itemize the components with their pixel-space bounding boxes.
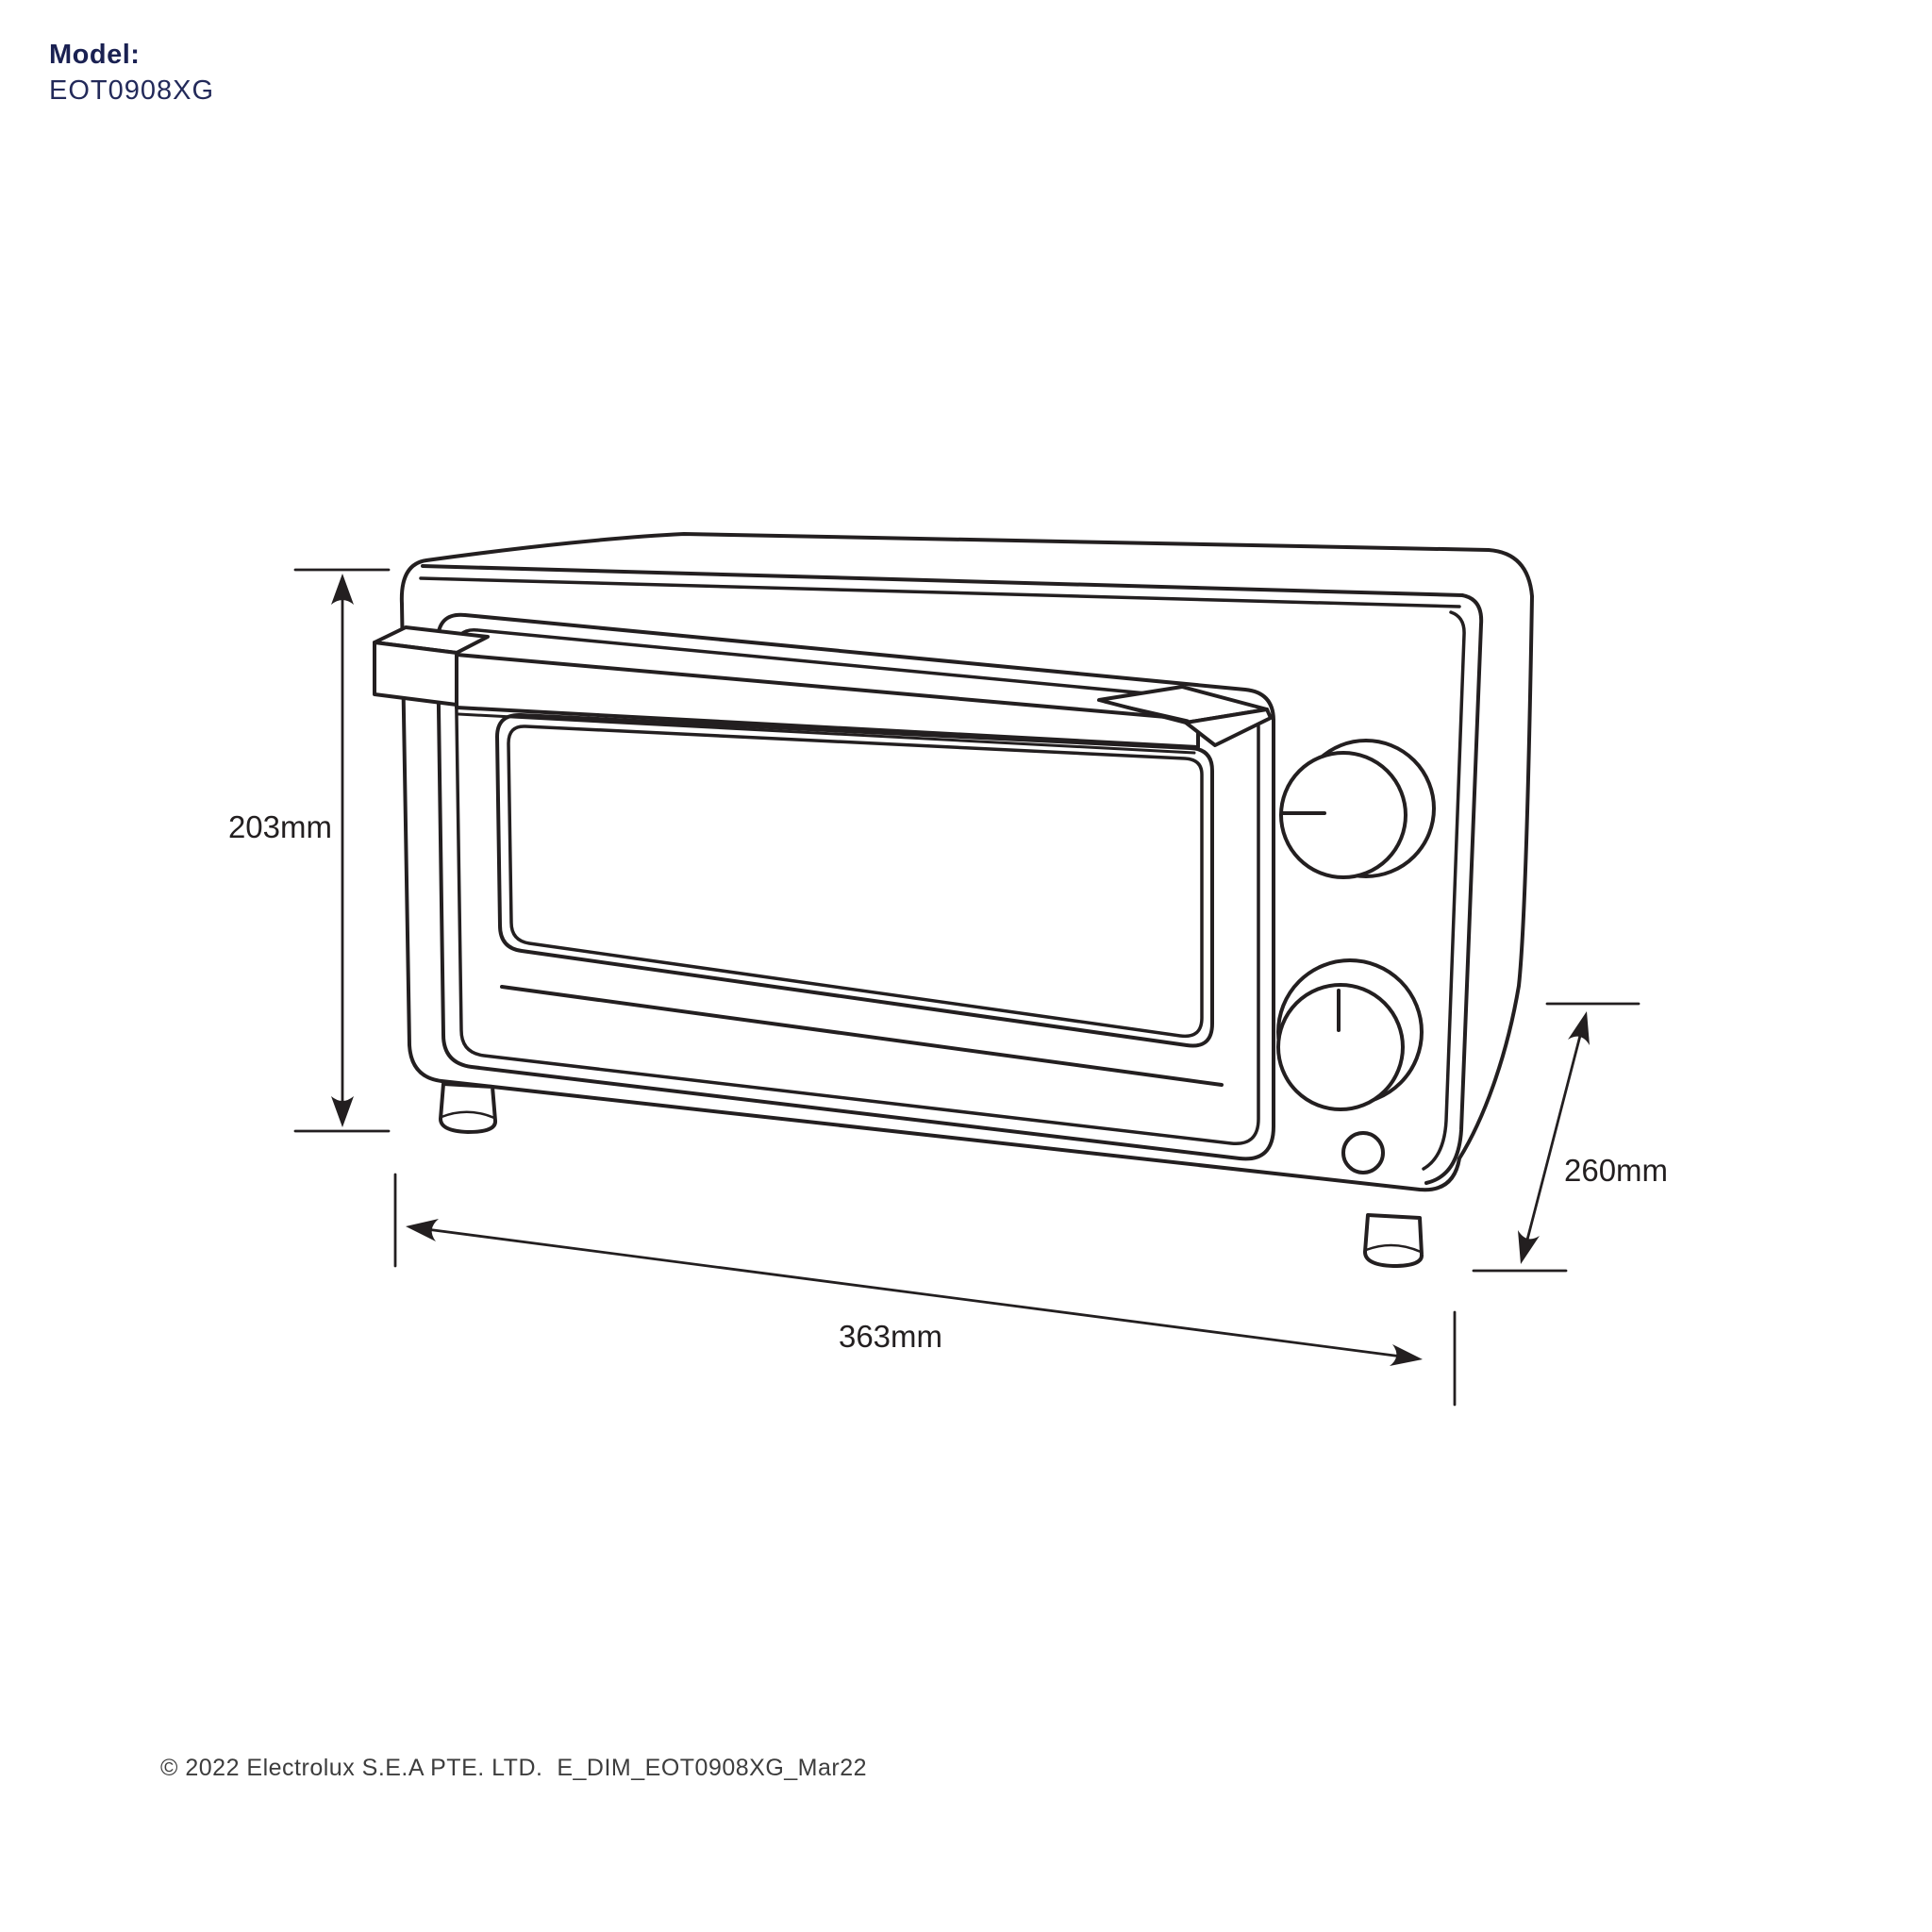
depth-arrow-down: [1518, 1230, 1540, 1264]
copyright-note: © 2022 Electrolux S.E.A PTE. LTD. E_DIM_…: [160, 1755, 868, 1781]
upper-knob-face: [1279, 751, 1407, 879]
width-arrow-right: [1390, 1344, 1423, 1366]
lower-knob-face: [1276, 983, 1405, 1111]
depth-dimension: 260mm: [1472, 1002, 1668, 1273]
handle-right-cap-fold: [1103, 700, 1190, 723]
front-left-foot-rim: [440, 1110, 496, 1120]
body-front-right-edge-inner: [1422, 610, 1466, 1171]
height-arrow-up: [331, 574, 354, 605]
height-dimension: 203mm: [228, 568, 391, 1133]
indicator-light: [1341, 1131, 1385, 1174]
body-front-top-edge-inner: [419, 576, 1461, 608]
depth-dimension-line: [1524, 1030, 1583, 1245]
width-arrow-left: [406, 1219, 439, 1241]
width-dimension-line: [425, 1227, 1404, 1358]
control-panel: [1276, 739, 1436, 1174]
depth-dimension-label: 260mm: [1564, 1153, 1668, 1188]
handle-left-cap-front: [373, 641, 458, 707]
width-dimension: 363mm: [393, 1173, 1457, 1407]
right-foot: [1363, 1213, 1424, 1268]
height-arrow-down: [331, 1096, 354, 1127]
model-number: EOT0908XG: [49, 75, 215, 106]
door-inner-frame: [454, 627, 1260, 1145]
door-outer-frame: [435, 612, 1275, 1161]
front-left-foot: [439, 1082, 497, 1134]
handle-right-cap-side: [1184, 708, 1273, 747]
lower-knob: [1276, 958, 1424, 1111]
door-trim-line: [500, 985, 1224, 1087]
right-foot-rim: [1364, 1243, 1423, 1254]
body-front-top-edge: [421, 564, 1464, 597]
feet: [439, 1082, 1424, 1268]
height-dimension-label: 203mm: [228, 809, 332, 844]
handle-bar-bottom-line: [457, 712, 1196, 755]
door-handle: [373, 625, 1273, 755]
model-label: Model:: [49, 40, 141, 70]
upper-knob: [1279, 739, 1436, 879]
body-front-right-edge: [1424, 593, 1484, 1185]
window-glass-edge: [507, 724, 1204, 1039]
depth-arrow-up: [1568, 1011, 1590, 1045]
width-dimension-label: 363mm: [839, 1319, 942, 1354]
